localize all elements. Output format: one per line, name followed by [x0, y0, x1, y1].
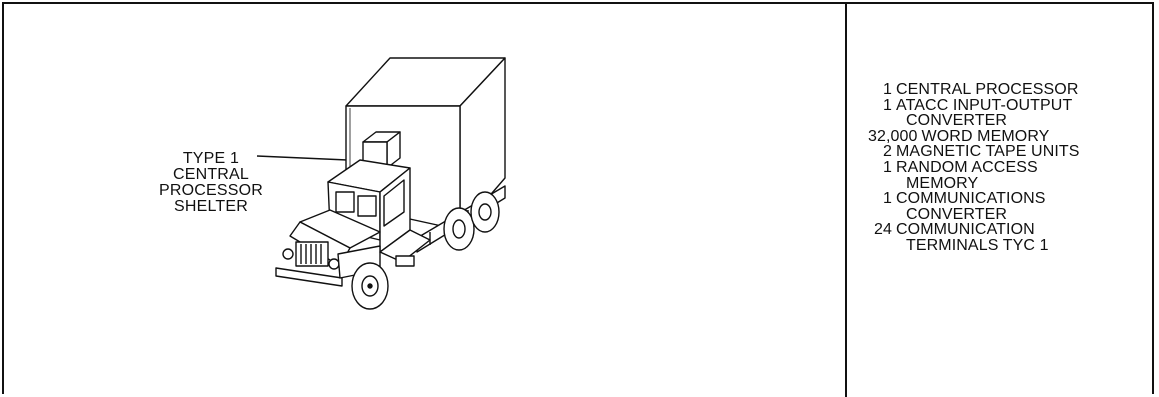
headlight [283, 249, 293, 259]
equipment-list-item: CONVERTER [872, 113, 1080, 129]
equipment-description: ATACC INPUT-OUTPUT [896, 98, 1072, 114]
equipment-description: COMMUNICATIONS [896, 191, 1046, 207]
equipment-description: MEMORY [906, 176, 978, 192]
bumper [276, 268, 342, 286]
equipment-description: TERMINALS TYC 1 [906, 238, 1049, 254]
equipment-quantity [872, 207, 906, 223]
equipment-description: RANDOM ACCESS [896, 160, 1038, 176]
equipment-quantity: 1 [872, 98, 896, 114]
equipment-list-item: TERMINALS TYC 1 [872, 238, 1080, 254]
equipment-quantity [872, 113, 906, 129]
equipment-description: CONVERTER [906, 113, 1007, 129]
equipment-quantity: 24 [872, 222, 896, 238]
equipment-description: WORD MEMORY [922, 129, 1050, 145]
equipment-description: CONVERTER [906, 207, 1007, 223]
equipment-quantity: 1 [872, 191, 896, 207]
equipment-description: COMMUNICATION [896, 222, 1035, 238]
equipment-quantity [872, 176, 906, 192]
rear-wheel-1 [444, 208, 474, 250]
equipment-quantity [872, 238, 906, 254]
panel-divider [845, 2, 847, 397]
step [396, 256, 414, 266]
equipment-quantity: 32,000 [868, 129, 922, 145]
equipment-description: CENTRAL PROCESSOR [896, 82, 1078, 98]
equipment-quantity: 1 [872, 160, 896, 176]
equipment-list-item: CONVERTER [872, 207, 1080, 223]
equipment-quantity: 1 [872, 82, 896, 98]
rear-wheel-2 [471, 192, 499, 232]
equipment-description: MAGNETIC TAPE UNITS [896, 144, 1080, 160]
headlight [329, 259, 339, 269]
equipment-quantity: 2 [872, 144, 896, 160]
equipment-list-item: MEMORY [872, 176, 1080, 192]
truck-with-shelter-icon [0, 0, 845, 397]
